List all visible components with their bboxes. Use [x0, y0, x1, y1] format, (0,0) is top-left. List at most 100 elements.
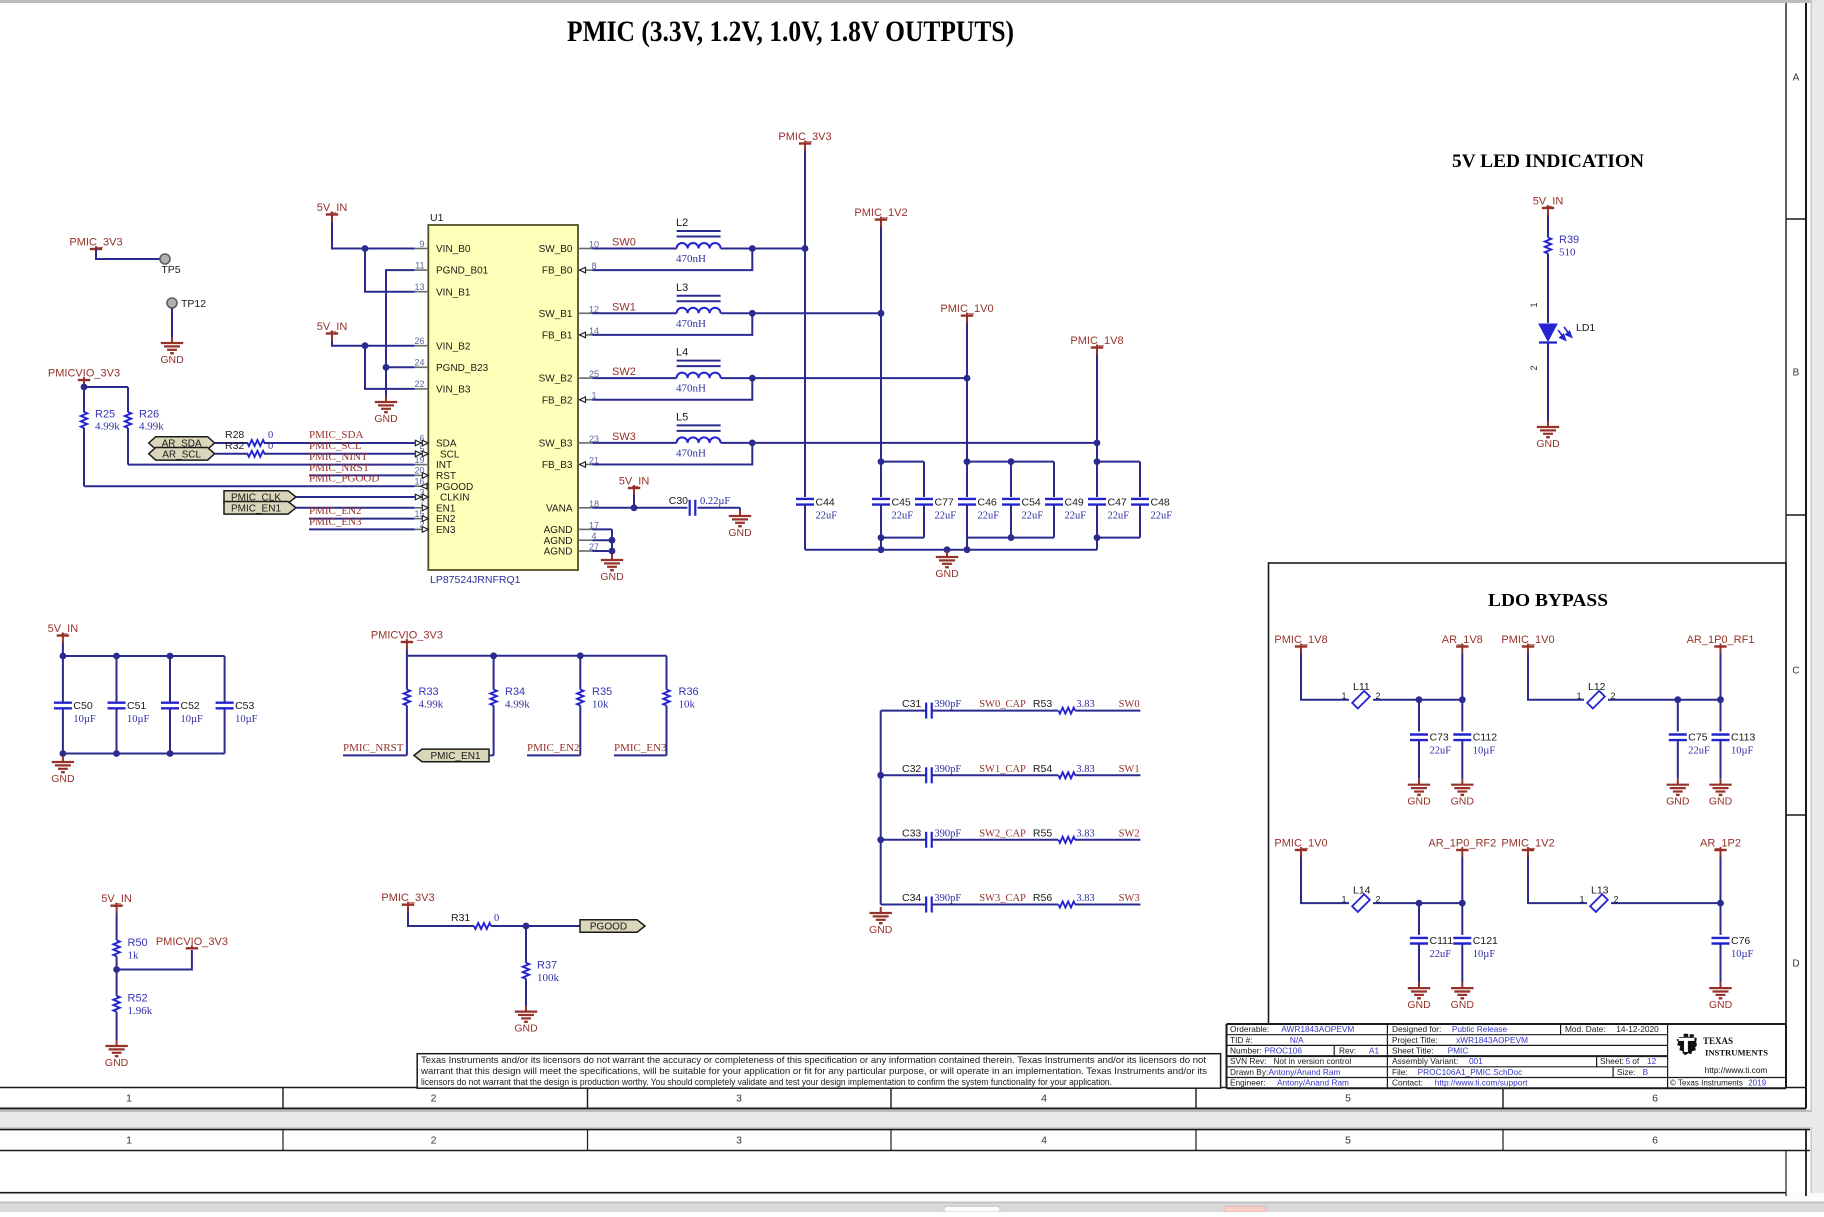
svg-text:3.83: 3.83 [1076, 893, 1094, 904]
svg-text:R56: R56 [1033, 892, 1052, 904]
svg-text:C34: C34 [902, 892, 921, 904]
svg-text:C73: C73 [1430, 732, 1449, 744]
svg-text:PMIC_SCL: PMIC_SCL [309, 440, 362, 452]
svg-text:EN1: EN1 [436, 503, 456, 514]
svg-text:GND: GND [1451, 796, 1475, 808]
svg-text:PGND_B01: PGND_B01 [436, 266, 489, 277]
svg-text:4: 4 [1041, 1135, 1047, 1147]
svg-text:1: 1 [1341, 895, 1346, 905]
svg-text:http://www.ti.com/support: http://www.ti.com/support [1435, 1078, 1528, 1088]
svg-text:390pF: 390pF [934, 893, 961, 904]
svg-text:22uF: 22uF [1430, 949, 1452, 960]
svg-text:PMIC_NRST: PMIC_NRST [343, 742, 404, 754]
svg-text:5: 5 [1626, 1056, 1631, 1066]
svg-text:Sheet Title:: Sheet Title: [1392, 1046, 1436, 1056]
svg-text:warrant that this design will: warrant that this design will meet the s… [420, 1065, 1207, 1076]
svg-text:VIN_B2: VIN_B2 [436, 341, 471, 352]
svg-text:R34: R34 [505, 686, 525, 698]
svg-text:1: 1 [591, 391, 596, 401]
svg-text:L13: L13 [1591, 885, 1609, 897]
svg-text:0: 0 [494, 913, 499, 924]
svg-text:470nH: 470nH [676, 447, 706, 459]
svg-text:C31: C31 [902, 698, 921, 710]
svg-text:9: 9 [419, 239, 424, 249]
svg-text:5V LED INDICATION: 5V LED INDICATION [1452, 152, 1645, 172]
svg-text:C121: C121 [1473, 935, 1498, 947]
svg-text:AWR1843AOPEVM: AWR1843AOPEVM [1281, 1024, 1354, 1034]
svg-text:PGOOD: PGOOD [436, 482, 473, 493]
svg-text:PMIC_EN2: PMIC_EN2 [309, 505, 362, 517]
svg-text:R53: R53 [1033, 698, 1052, 710]
svg-text:PMIC_SDA: PMIC_SDA [309, 429, 363, 441]
svg-text:GND: GND [1709, 796, 1733, 808]
svg-text:LP87524JRNFRQ1: LP87524JRNFRQ1 [430, 574, 521, 586]
svg-text:PMIC_PGOOD: PMIC_PGOOD [309, 473, 379, 485]
svg-text:AGND: AGND [544, 536, 573, 547]
svg-text:RST: RST [436, 471, 456, 482]
svg-text:INT: INT [436, 460, 452, 471]
svg-text:SW_B1: SW_B1 [539, 309, 573, 320]
svg-text:Contact:: Contact: [1392, 1078, 1428, 1088]
svg-text:R26: R26 [139, 409, 159, 421]
svg-text:AR_1P0_RF1: AR_1P0_RF1 [1687, 634, 1755, 646]
svg-text:3.83: 3.83 [1076, 828, 1094, 839]
svg-text:L5: L5 [676, 411, 688, 423]
svg-text:C: C [1792, 666, 1799, 677]
svg-text:GND: GND [1709, 999, 1733, 1011]
svg-text:GND: GND [1666, 796, 1690, 808]
svg-text:Project Title:: Project Title: [1392, 1035, 1440, 1045]
svg-text:SW0: SW0 [612, 237, 636, 249]
svg-text:R35: R35 [592, 686, 612, 698]
svg-text:470nH: 470nH [676, 383, 706, 395]
svg-text:PGND_B23: PGND_B23 [436, 363, 489, 374]
svg-text:A: A [1793, 73, 1800, 84]
svg-text:AR_1V8: AR_1V8 [1442, 634, 1483, 646]
svg-text:5V_IN: 5V_IN [48, 623, 79, 635]
svg-text:2: 2 [1529, 365, 1539, 370]
svg-text:C33: C33 [902, 827, 921, 839]
svg-text:Drawn By:: Drawn By: [1230, 1067, 1268, 1077]
svg-text:PROC106A1_PMIC.SchDoc: PROC106A1_PMIC.SchDoc [1418, 1067, 1523, 1077]
svg-text:SVN Rev: Not in version cont: SVN Rev: Not in version control [1230, 1056, 1351, 1066]
svg-text:2: 2 [431, 1093, 437, 1105]
svg-text:SW2: SW2 [612, 366, 636, 378]
svg-text:C32: C32 [902, 763, 921, 775]
svg-text:L11: L11 [1353, 681, 1370, 693]
svg-text:Antony/Anand Ram: Antony/Anand Ram [1277, 1078, 1349, 1088]
svg-text:Mod. Date:: Mod. Date: [1565, 1024, 1610, 1034]
svg-text:GND: GND [374, 413, 398, 425]
svg-text:B: B [1793, 368, 1800, 379]
svg-text:GND: GND [600, 571, 624, 583]
svg-text:VIN_B1: VIN_B1 [436, 287, 471, 298]
svg-text:GND: GND [1451, 999, 1475, 1011]
svg-text:1: 1 [126, 1093, 132, 1105]
svg-text:C77: C77 [935, 497, 954, 509]
svg-text:SW0: SW0 [1119, 699, 1140, 710]
svg-text:FB_B3: FB_B3 [542, 460, 573, 471]
svg-text:24: 24 [414, 358, 424, 368]
svg-text:390pF: 390pF [934, 699, 961, 710]
svg-text:AR_SCL: AR_SCL [162, 449, 201, 460]
svg-text:PMIC (3.3V, 1.2V, 1.0V, 1.8V O: PMIC (3.3V, 1.2V, 1.0V, 1.8V OUTPUTS) [567, 15, 1014, 48]
svg-text:22uF: 22uF [1022, 511, 1044, 522]
svg-text:SW_B2: SW_B2 [539, 374, 573, 385]
svg-text:C44: C44 [816, 497, 835, 509]
svg-text:2: 2 [1375, 691, 1380, 701]
svg-text:L14: L14 [1353, 885, 1371, 897]
svg-text:SDA: SDA [436, 439, 457, 450]
svg-text:11: 11 [415, 260, 424, 270]
svg-text:R54: R54 [1033, 763, 1052, 775]
svg-text:10: 10 [589, 240, 599, 250]
svg-text:510: 510 [1559, 247, 1576, 259]
svg-text:PMIC_3V3: PMIC_3V3 [381, 892, 434, 904]
svg-text:D: D [1792, 959, 1799, 970]
svg-text:GND: GND [728, 527, 752, 539]
svg-text:L2: L2 [676, 217, 688, 229]
svg-text:Engineer:: Engineer: [1230, 1078, 1270, 1088]
svg-text:3: 3 [736, 1093, 742, 1105]
svg-text:Size:: Size: [1617, 1067, 1638, 1077]
svg-text:10µF: 10µF [127, 714, 150, 725]
svg-text:5: 5 [419, 444, 424, 454]
svg-text:Number:: Number: [1230, 1046, 1264, 1056]
svg-text:SW1_CAP: SW1_CAP [979, 764, 1026, 775]
